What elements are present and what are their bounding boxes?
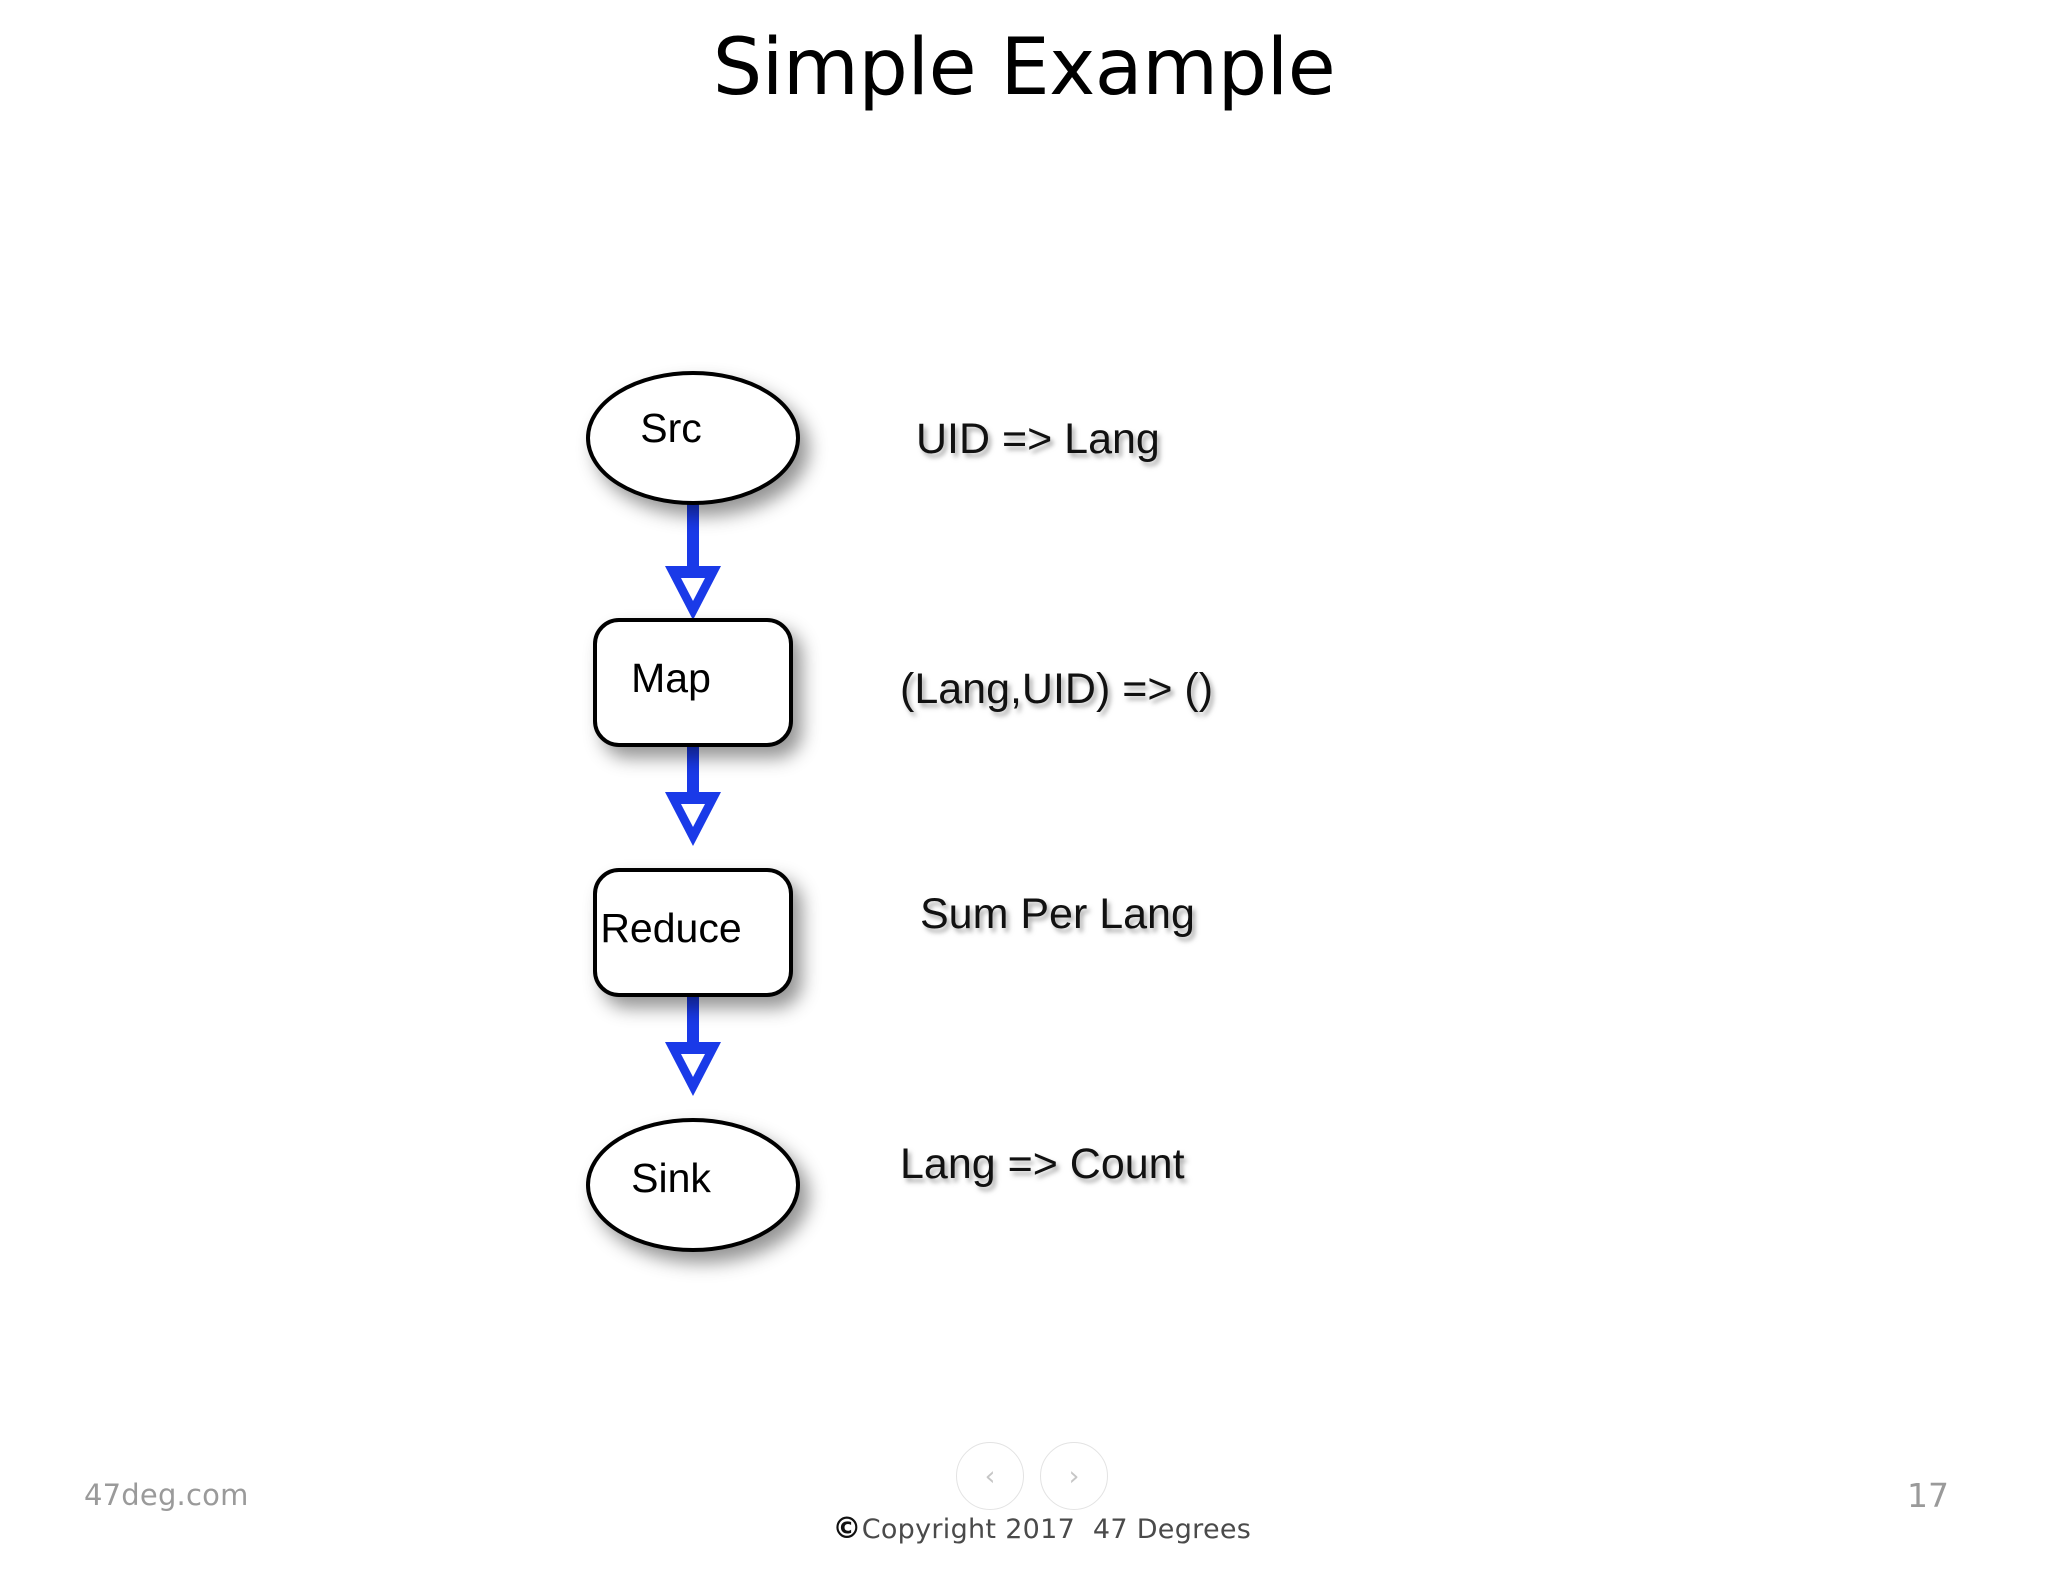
annotation-src: UID => Lang — [916, 415, 1160, 463]
node-label-sink: Sink — [631, 1155, 711, 1201]
node-label-src: Src — [640, 405, 702, 451]
node-label-map: Map — [631, 655, 711, 701]
copyright-icon: © — [832, 1511, 862, 1545]
annotation-sink: Lang => Count — [900, 1140, 1185, 1188]
next-slide-button[interactable]: › — [1040, 1442, 1108, 1510]
annotation-reduce: Sum Per Lang — [920, 890, 1195, 938]
edge-reduce-sink — [665, 990, 721, 1096]
page-title: Simple Example — [712, 23, 1336, 113]
edge-src-map — [665, 490, 721, 620]
footer-copyright-text: Copyright 2017 47 Degrees — [861, 1514, 1252, 1545]
edge-map-reduce — [665, 740, 721, 846]
chevron-right-icon: › — [1068, 1460, 1080, 1492]
prev-slide-button[interactable]: ‹ — [956, 1442, 1024, 1510]
flow-diagram — [586, 371, 800, 1252]
footer-copyright: ©Copyright 2017 47 Degrees — [0, 1480, 2048, 1576]
chevron-left-icon: ‹ — [984, 1460, 996, 1492]
annotation-map: (Lang,UID) => () — [900, 665, 1214, 713]
page-number: 17 — [1907, 1476, 1949, 1515]
footer-site-link[interactable]: 47deg.com — [84, 1478, 249, 1512]
node-label-reduce: Reduce — [600, 905, 742, 951]
slide: Simple Example — [84, 23, 1949, 1545]
